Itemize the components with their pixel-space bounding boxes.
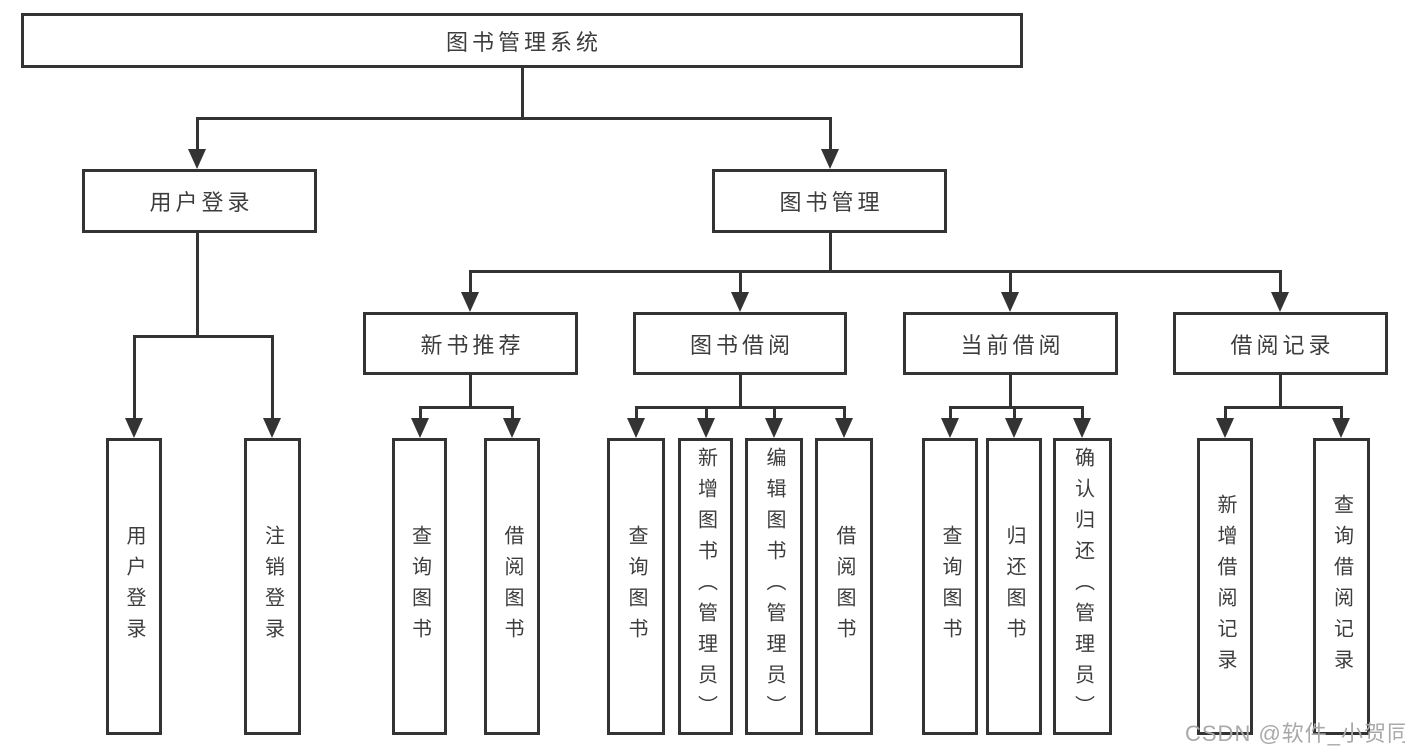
- node-library-management-system: 图书管理系统: [21, 13, 1023, 68]
- connector-line: [828, 233, 832, 271]
- arrow-down-icon: [697, 418, 715, 438]
- arrow-down-icon: [1271, 292, 1289, 312]
- node-leaf-query-books-current: 查询图书: [922, 438, 978, 735]
- connector-line: [948, 407, 952, 418]
- arrow-down-icon: [411, 418, 429, 438]
- connector-line: [418, 405, 514, 409]
- arrow-down-icon: [1073, 418, 1091, 438]
- connector-line: [468, 271, 472, 292]
- node-book-borrowing: 图书借阅: [633, 312, 847, 375]
- arrow-down-icon: [821, 149, 839, 169]
- node-leaf-add-books-admin: 新增图书（管理员）: [678, 438, 733, 735]
- connector-line: [634, 407, 638, 418]
- node-leaf-query-books-borrowing: 查询图书: [607, 438, 665, 735]
- arrow-down-icon: [1332, 418, 1350, 438]
- arrow-down-icon: [765, 418, 783, 438]
- connector-line: [1278, 375, 1282, 407]
- connector-line: [1223, 405, 1343, 409]
- arrow-down-icon: [188, 149, 206, 169]
- connector-line: [418, 407, 422, 418]
- connector-line: [948, 405, 1084, 409]
- connector-line: [1278, 271, 1282, 292]
- connector-line: [195, 116, 832, 120]
- node-leaf-borrow-books: 借阅图书: [815, 438, 873, 735]
- arrow-down-icon: [1216, 418, 1234, 438]
- connector-line: [132, 334, 274, 338]
- connector-line: [510, 407, 514, 418]
- arrow-down-icon: [1001, 292, 1019, 312]
- node-borrowing-records: 借阅记录: [1173, 312, 1388, 375]
- connector-line: [1008, 375, 1012, 407]
- connector-line: [738, 375, 742, 407]
- node-leaf-confirm-return-admin: 确认归还（管理员）: [1053, 438, 1112, 735]
- connector-line: [704, 407, 708, 418]
- connector-line: [842, 407, 846, 418]
- node-leaf-user-login: 用户登录: [106, 438, 162, 735]
- connector-line: [468, 269, 1282, 273]
- connector-line: [828, 118, 832, 149]
- node-leaf-borrow-books-recommend: 借阅图书: [484, 438, 540, 735]
- connector-line: [195, 233, 199, 336]
- node-leaf-logout: 注销登录: [244, 438, 301, 735]
- node-book-management: 图书管理: [712, 169, 947, 233]
- connector-line: [1339, 407, 1343, 418]
- connector-line: [634, 405, 846, 409]
- csdn-watermark: CSDN @软件_小贺同学: [1185, 721, 1405, 746]
- connector-line: [270, 336, 274, 418]
- arrow-down-icon: [461, 292, 479, 312]
- connector-line: [468, 375, 472, 407]
- connector-line: [1008, 271, 1012, 292]
- node-leaf-add-borrow-record: 新增借阅记录: [1197, 438, 1253, 735]
- node-leaf-query-borrow-record: 查询借阅记录: [1313, 438, 1370, 735]
- node-leaf-return-books: 归还图书: [986, 438, 1042, 735]
- connector-line: [520, 68, 524, 118]
- node-current-borrowing: 当前借阅: [903, 312, 1118, 375]
- connector-line: [1012, 407, 1016, 418]
- connector-line: [1223, 407, 1227, 418]
- arrow-down-icon: [1005, 418, 1023, 438]
- node-leaf-edit-books-admin: 编辑图书（管理员）: [745, 438, 803, 735]
- arrow-down-icon: [263, 418, 281, 438]
- node-user-login: 用户登录: [82, 169, 317, 233]
- node-new-book-recommendation: 新书推荐: [363, 312, 578, 375]
- node-leaf-query-books-recommend: 查询图书: [392, 438, 447, 735]
- connector-line: [195, 118, 199, 149]
- arrow-down-icon: [731, 292, 749, 312]
- arrow-down-icon: [125, 418, 143, 438]
- arrow-down-icon: [503, 418, 521, 438]
- arrow-down-icon: [941, 418, 959, 438]
- arrow-down-icon: [627, 418, 645, 438]
- arrow-down-icon: [835, 418, 853, 438]
- connector-line: [772, 407, 776, 418]
- connector-line: [738, 271, 742, 292]
- connector-line: [132, 336, 136, 418]
- connector-line: [1080, 407, 1084, 418]
